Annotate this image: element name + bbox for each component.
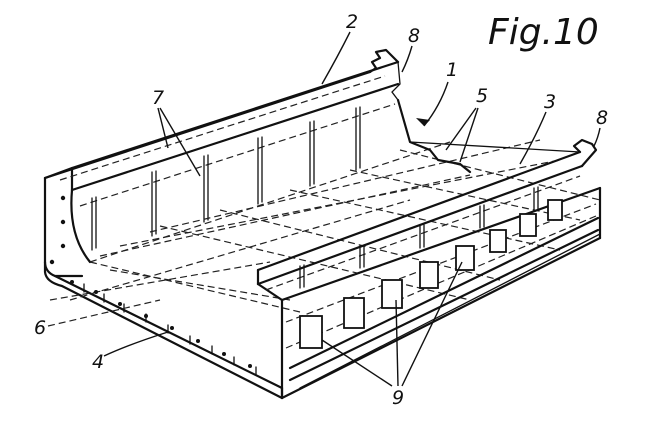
numeral-2: 2: [346, 11, 358, 33]
numeral-3: 3: [544, 91, 556, 113]
numeral-7: 7: [152, 87, 164, 109]
numeral-6: 6: [34, 317, 46, 339]
numeral-5: 5: [476, 85, 488, 107]
numeral-8-right: 8: [596, 107, 608, 129]
numeral-9: 9: [392, 387, 404, 409]
left-wall-element: [43, 48, 401, 278]
numeral-1: 1: [446, 59, 458, 81]
reference-numerals: 1 2 8 8 5 3 7 6 4 9: [34, 11, 608, 409]
floor-slab-element: [43, 139, 601, 400]
numeral-4: 4: [92, 351, 104, 373]
figure-title: Fig.10: [488, 12, 599, 53]
right-wall-element: [256, 98, 602, 400]
numeral-8-upper: 8: [408, 25, 420, 47]
